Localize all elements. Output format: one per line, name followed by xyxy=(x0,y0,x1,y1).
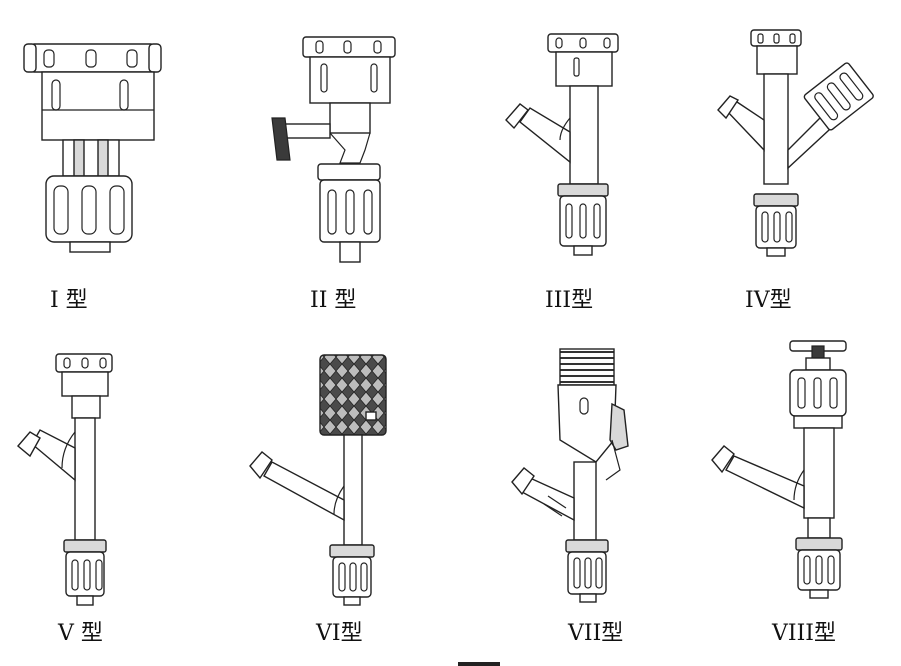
label-type-4: IV型 xyxy=(745,288,792,313)
connector-type-4 xyxy=(717,29,874,257)
label-type-8: VIII型 xyxy=(771,621,836,646)
connector-type-8 xyxy=(711,340,847,599)
connector-type-5 xyxy=(17,353,113,606)
label-type-1: I 型 xyxy=(50,288,88,313)
label-type-3: III型 xyxy=(545,288,593,313)
label-type-6: VI型 xyxy=(315,621,363,646)
connector-type-2 xyxy=(271,36,396,263)
bottom-edge-mark xyxy=(458,662,500,666)
label-type-5: V 型 xyxy=(57,621,103,646)
label-type-2: II 型 xyxy=(310,288,356,313)
connector-type-3 xyxy=(505,33,619,256)
connector-type-6 xyxy=(249,354,387,606)
label-type-7: VII型 xyxy=(567,621,623,646)
connector-type-1 xyxy=(23,43,162,253)
connector-type-7 xyxy=(511,348,629,603)
